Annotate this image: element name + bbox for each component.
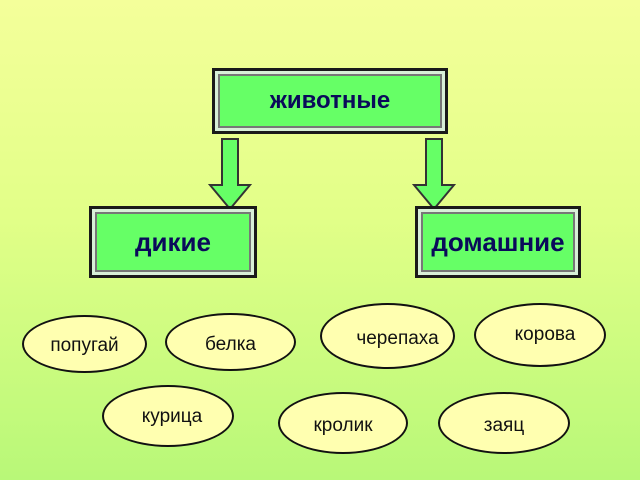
- category-node-wild: дикие: [89, 206, 257, 278]
- animal-oval-hare[interactable]: заяц: [438, 392, 570, 454]
- animal-oval-chicken[interactable]: курица: [102, 385, 234, 447]
- oval-label: попугай: [50, 335, 119, 356]
- oval-label: кролик: [313, 415, 373, 436]
- oval-label: курица: [141, 406, 203, 427]
- animal-oval-cow[interactable]: корова: [474, 303, 606, 367]
- category-node-label: домашние: [431, 226, 565, 257]
- category-node-domestic: домашние: [415, 206, 581, 278]
- animal-oval-parrot[interactable]: попугай: [22, 315, 147, 373]
- root-node-animals: животные: [212, 68, 448, 134]
- animal-oval-rabbit[interactable]: кролик: [278, 392, 408, 454]
- animal-oval-squirrel[interactable]: белка: [165, 313, 296, 371]
- arrow-down-right-icon: [412, 138, 456, 211]
- animal-oval-turtle[interactable]: черепаха: [320, 303, 455, 369]
- oval-label: заяц: [483, 415, 525, 436]
- arrow-down-left-icon: [208, 138, 252, 211]
- oval-label: белка: [205, 334, 256, 355]
- root-node-label: животные: [269, 87, 391, 114]
- oval-label: черепаха: [356, 328, 439, 349]
- category-node-label: дикие: [135, 226, 211, 257]
- oval-label: корова: [514, 324, 576, 345]
